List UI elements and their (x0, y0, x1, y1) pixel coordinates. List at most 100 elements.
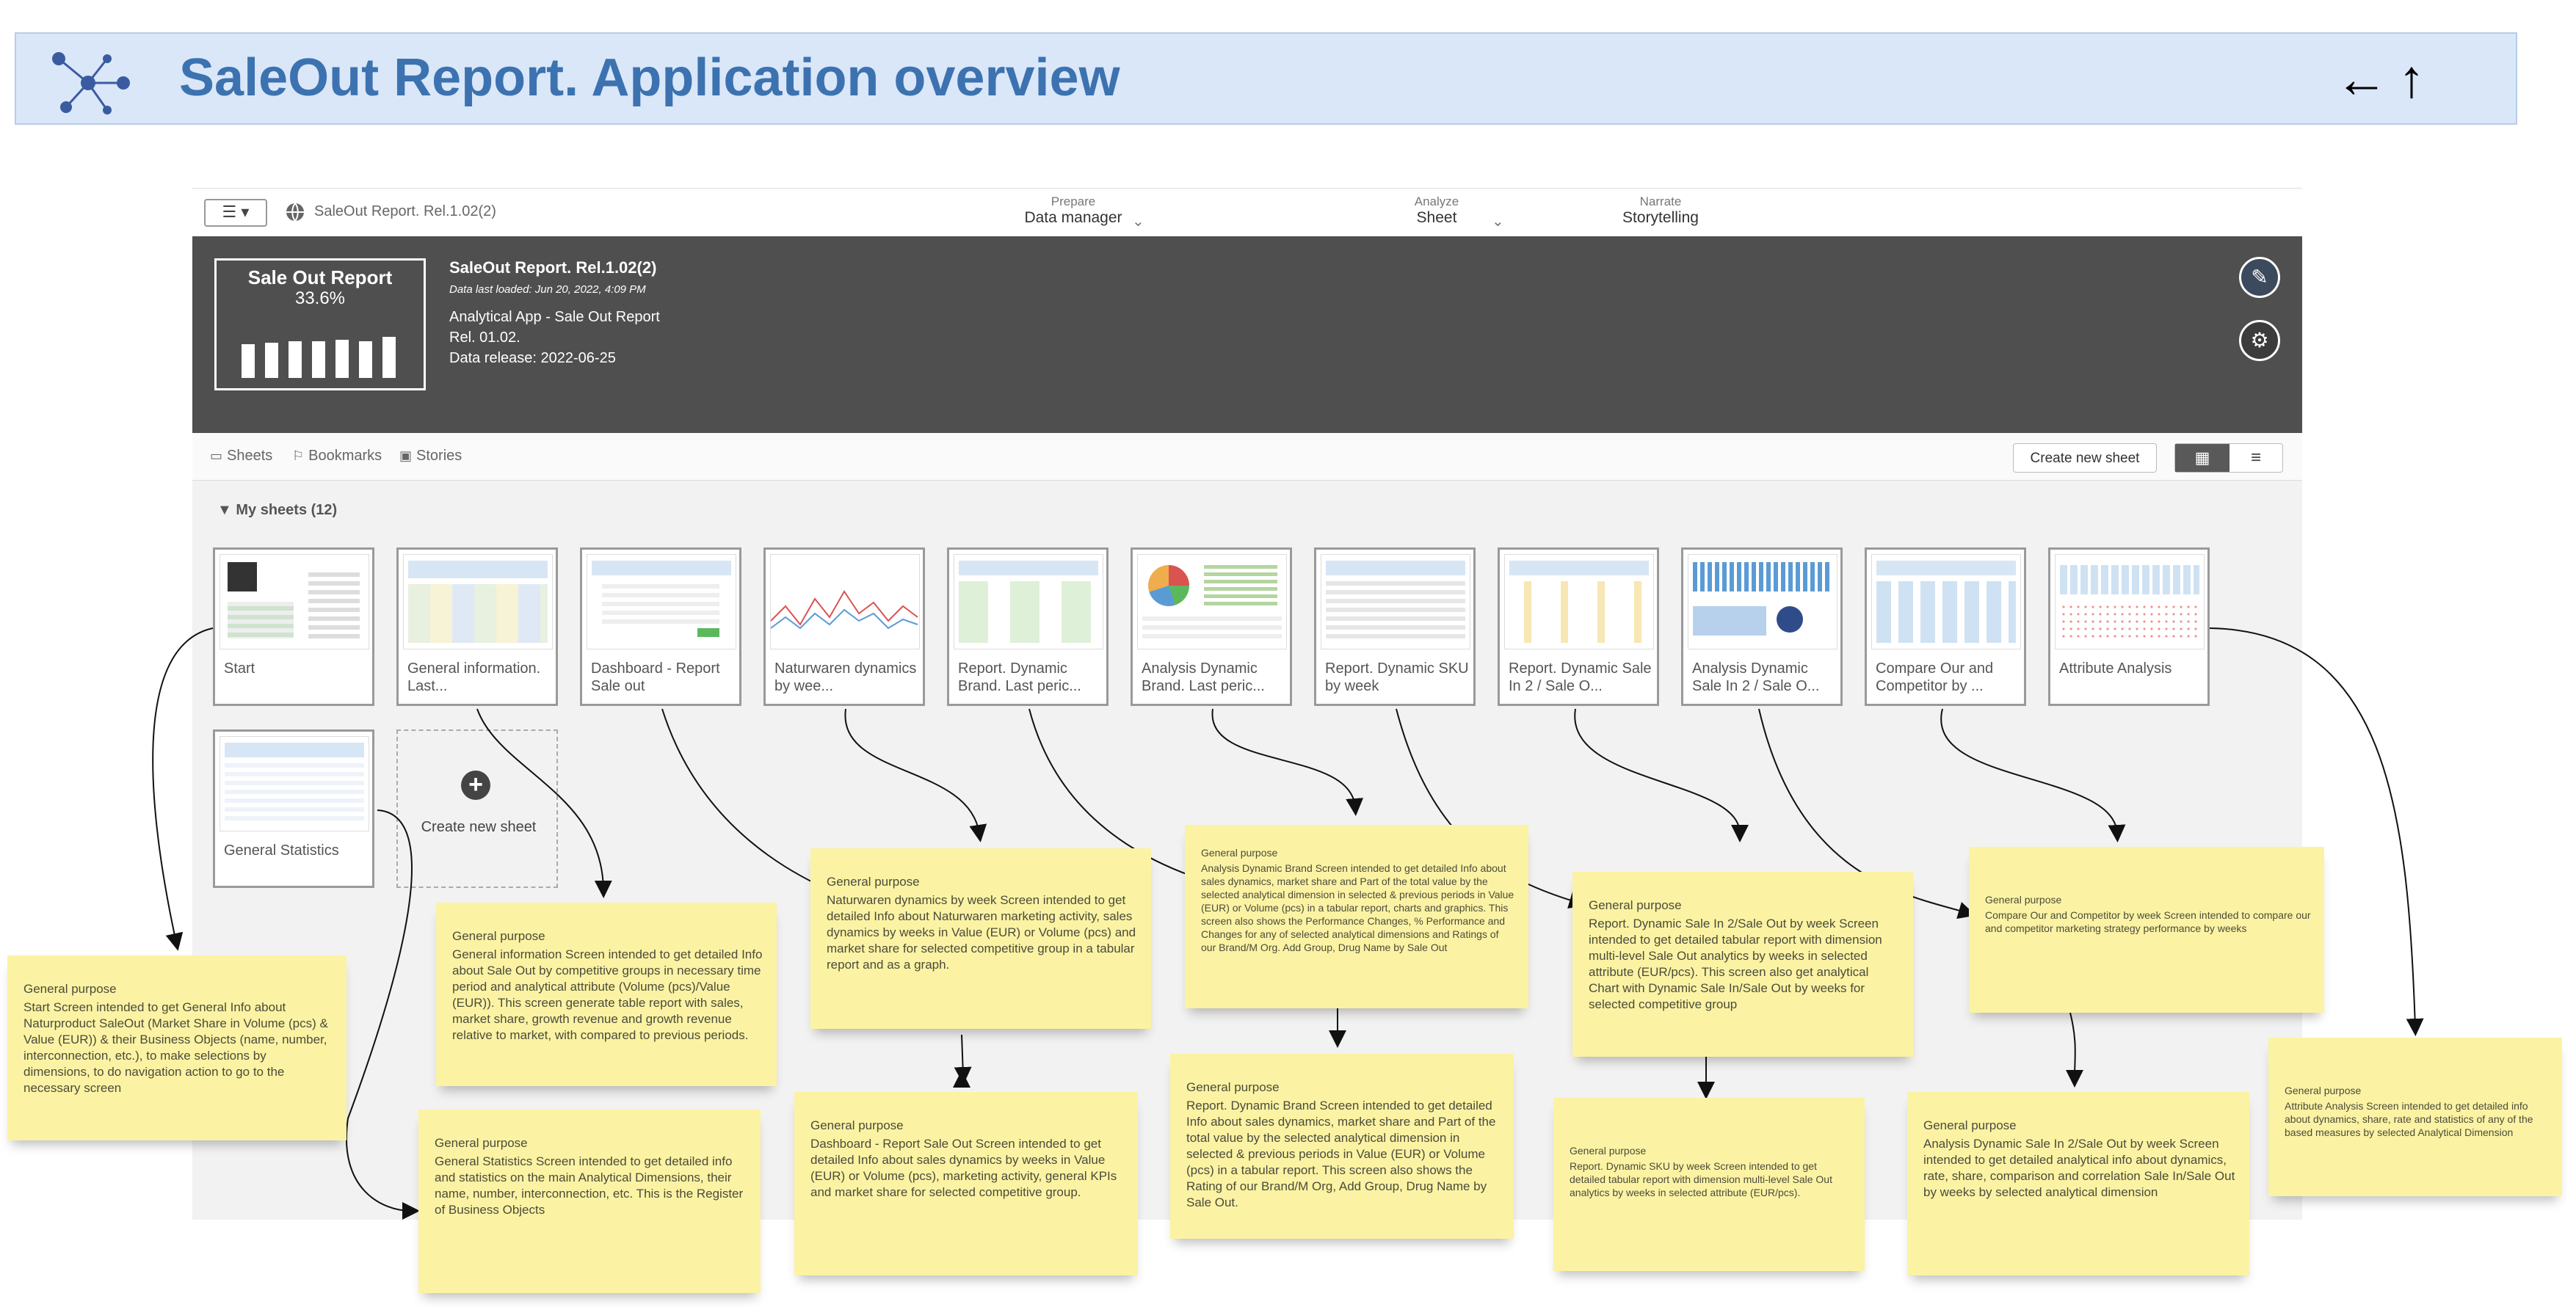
sheet-label: Report. Dynamic Sale In 2 / Sale O... (1509, 660, 1652, 694)
nav-narrate[interactable]: Narrate Storytelling (1572, 194, 1749, 227)
sheet-card[interactable]: Report. Dynamic SKU by week (1314, 547, 1476, 706)
note-heading: General purpose (1985, 894, 2062, 906)
sheet-label: Dashboard - Report Sale out (591, 660, 720, 694)
nav-prepare-big: Data manager (1024, 209, 1122, 226)
gear-icon: ⚙ (2250, 329, 2269, 352)
thumb-title: Sale Out Report (247, 266, 393, 288)
nav-prepare[interactable]: Prepare Data manager ⌄ (978, 194, 1169, 230)
chevron-down-icon: ⌄ (1132, 214, 1144, 230)
sheet-card[interactable]: Attribute Analysis (2048, 547, 2210, 706)
nav-analyze-big: Sheet (1416, 209, 1457, 226)
note-heading: General purpose (810, 1118, 904, 1132)
create-new-sheet-card[interactable]: + Create new sheet (396, 729, 558, 888)
tab-sheets[interactable]: ▭ Sheets (210, 448, 272, 465)
note-report-salein: General purpose Report. Dynamic Sale In … (1572, 872, 1913, 1057)
note-text: Report. Dynamic Sale In 2/Sale Out by we… (1589, 917, 1882, 1011)
note-text: Compare Our and Competitor by week Scree… (1985, 909, 2311, 934)
sheet-thumbnail (2055, 554, 2205, 649)
nav-arrows[interactable]: ←↑ (2335, 50, 2435, 109)
sheet-label: Analysis Dynamic Brand. Last peric... (1142, 660, 1265, 694)
sheet-label: Start (224, 660, 255, 677)
note-dashboard: General purpose Dashboard - Report Sale … (794, 1092, 1138, 1275)
sheet-card[interactable]: Analysis Dynamic Brand. Last peric... (1131, 547, 1292, 706)
sheet-label: Naturwaren dynamics by wee... (774, 660, 917, 694)
sheet-card[interactable]: Compare Our and Competitor by ... (1865, 547, 2026, 706)
app-name: SaleOut Report. Rel.1.02(2) (314, 203, 496, 219)
app-hero: Sale Out Report 33.6% SaleOut Report. Re… (192, 236, 2302, 433)
note-start: General purpose Start Screen intended to… (7, 955, 347, 1140)
sheet-label: Analysis Dynamic Sale In 2 / Sale O... (1692, 660, 1820, 694)
tab-bar: ▭ Sheets ⚐Bookmarks ▣Stories Create new s… (192, 433, 2302, 481)
note-report-sku: General purpose Report. Dynamic SKU by w… (1553, 1098, 1865, 1271)
sheet-card[interactable]: General Statistics (213, 729, 374, 888)
story-icon: ▣ (399, 448, 413, 463)
sheet-thumbnail (1321, 554, 1470, 649)
top-toolbar: ☰ ▾ SaleOut Report. Rel.1.02(2) Prepare … (192, 188, 2302, 238)
menu-button[interactable]: ☰ ▾ (204, 199, 267, 227)
sheet-thumbnail (219, 554, 369, 649)
edit-button[interactable]: ✎ (2239, 257, 2280, 298)
grid-view-icon[interactable]: ▦ (2175, 444, 2229, 472)
sheet-card[interactable]: Dashboard - Report Sale out (580, 547, 741, 706)
hero-desc-line3: Data release: 2022-06-25 (449, 350, 616, 366)
note-heading: General purpose (1570, 1145, 1647, 1157)
note-heading: General purpose (2285, 1085, 2362, 1096)
nav-analyze-small: Analyze (1414, 194, 1459, 208)
nav-analyze[interactable]: Analyze Sheet ⌄ (1352, 194, 1521, 230)
note-compare: General purpose Compare Our and Competit… (1969, 847, 2324, 1013)
settings-button[interactable]: ⚙ (2239, 320, 2280, 361)
app-thumbnail: Sale Out Report 33.6% (214, 258, 426, 390)
note-heading: General purpose (452, 929, 545, 943)
my-sheets-label: My sheets (12) (236, 502, 338, 518)
sheet-label: Compare Our and Competitor by ... (1876, 660, 1994, 694)
globe-icon (286, 203, 304, 222)
sheet-card[interactable]: Naturwaren dynamics by wee... (763, 547, 925, 706)
note-text: Analysis Dynamic Sale In 2/Sale Out by w… (1923, 1137, 2235, 1199)
note-text: Analysis Dynamic Brand Screen intended t… (1201, 862, 1514, 953)
pencil-icon: ✎ (2251, 266, 2268, 288)
note-analysis-salein: General purpose Analysis Dynamic Sale In… (1907, 1092, 2249, 1275)
tab-bookmarks[interactable]: ⚐Bookmarks (292, 448, 382, 465)
sheet-thumbnail (1137, 554, 1287, 649)
my-sheets-header[interactable]: ▼ My sheets (12) (217, 502, 337, 519)
sheet-card[interactable]: Analysis Dynamic Sale In 2 / Sale O... (1681, 547, 1843, 706)
view-toggle: ▦ ≡ (2174, 443, 2283, 473)
hero-desc-line1: Analytical App - Sale Out Report (449, 309, 660, 325)
sheet-card[interactable]: Report. Dynamic Brand. Last peric... (947, 547, 1109, 706)
sheet-label: Attribute Analysis (2059, 660, 2172, 677)
hero-title: SaleOut Report. Rel.1.02(2) (449, 258, 657, 277)
tab-sheets-label: Sheets (227, 448, 273, 464)
hero-description: Analytical App - Sale Out Report Rel. 01… (449, 307, 660, 368)
note-text: General Statistics Screen intended to ge… (435, 1154, 744, 1217)
hamburger-icon: ☰ ▾ (222, 203, 250, 221)
thumb-bar-chart (242, 337, 396, 378)
sheet-icon: ▭ (210, 448, 223, 463)
sheet-thumbnail (587, 554, 736, 649)
nav-narrate-big: Storytelling (1622, 209, 1699, 226)
note-text: Attribute Analysis Screen intended to ge… (2285, 1100, 2533, 1138)
note-text: Report. Dynamic SKU by week Screen inten… (1570, 1160, 1832, 1198)
network-graph-icon (52, 52, 130, 114)
page-title: SaleOut Report. Application overview (179, 48, 1120, 107)
chevron-down-icon: ⌄ (1492, 214, 1504, 230)
tab-stories-label: Stories (416, 448, 462, 464)
tab-stories[interactable]: ▣Stories (399, 448, 462, 465)
sheet-label: General Statistics (224, 842, 339, 859)
list-view-icon[interactable]: ≡ (2250, 448, 2261, 467)
sheet-card[interactable]: Start (213, 547, 374, 706)
sheet-card[interactable]: General information. Last... (396, 547, 558, 706)
sheet-thumbnail (1871, 554, 2021, 649)
note-heading: General purpose (827, 875, 920, 889)
header-banner: SaleOut Report. Application overview ←↑ (15, 32, 2517, 125)
note-attribute: General purpose Attribute Analysis Scree… (2268, 1038, 2562, 1196)
app-frame: ☰ ▾ SaleOut Report. Rel.1.02(2) Prepare … (192, 188, 2302, 1220)
sheet-thumbnail (1688, 554, 1837, 649)
sheet-thumbnail (403, 554, 553, 649)
sheet-card[interactable]: Report. Dynamic Sale In 2 / Sale O... (1498, 547, 1659, 706)
note-heading: General purpose (1923, 1118, 2017, 1132)
create-sheet-label: Create new sheet (421, 819, 537, 835)
note-heading: General purpose (435, 1136, 528, 1150)
note-text: Dashboard - Report Sale Out Screen inten… (810, 1137, 1117, 1199)
create-new-sheet-button[interactable]: Create new sheet (2013, 443, 2157, 473)
note-naturwaren: General purpose Naturwaren dynamics by w… (810, 848, 1151, 1029)
